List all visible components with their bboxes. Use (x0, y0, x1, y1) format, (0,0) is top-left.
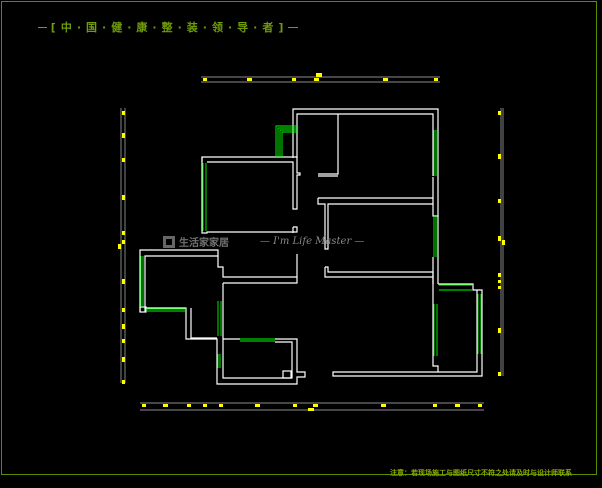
title-char: 导 (237, 21, 250, 34)
drawing-title: [ 中· 国· 健· 康· 整· 装· 领· 导· 者] (38, 19, 298, 35)
logo-text: 生活家家居 (179, 238, 229, 249)
title-char: 国 (86, 21, 98, 34)
drawing-frame (1, 1, 597, 475)
title-char: 健 (111, 21, 124, 34)
logo-icon (163, 235, 175, 248)
title-char: 装 (186, 21, 199, 34)
title-rule-right (288, 26, 298, 28)
watermark-logo: 生活家家居 (163, 234, 229, 249)
title-char: 中 (60, 21, 73, 34)
title-char: 康 (136, 21, 149, 34)
windows (140, 125, 482, 368)
title-char: 整 (161, 21, 174, 34)
title-char: 者 (262, 21, 275, 34)
dimension-markers (118, 73, 505, 411)
title-char: 领 (211, 21, 224, 34)
walls (139, 108, 483, 385)
title-rule-left (38, 26, 47, 28)
construction-note: 注意：若现场施工与图纸尺寸不符之处请及时与设计师联系 (390, 469, 572, 477)
watermark-slogan: — I'm Life Master — (260, 236, 365, 247)
